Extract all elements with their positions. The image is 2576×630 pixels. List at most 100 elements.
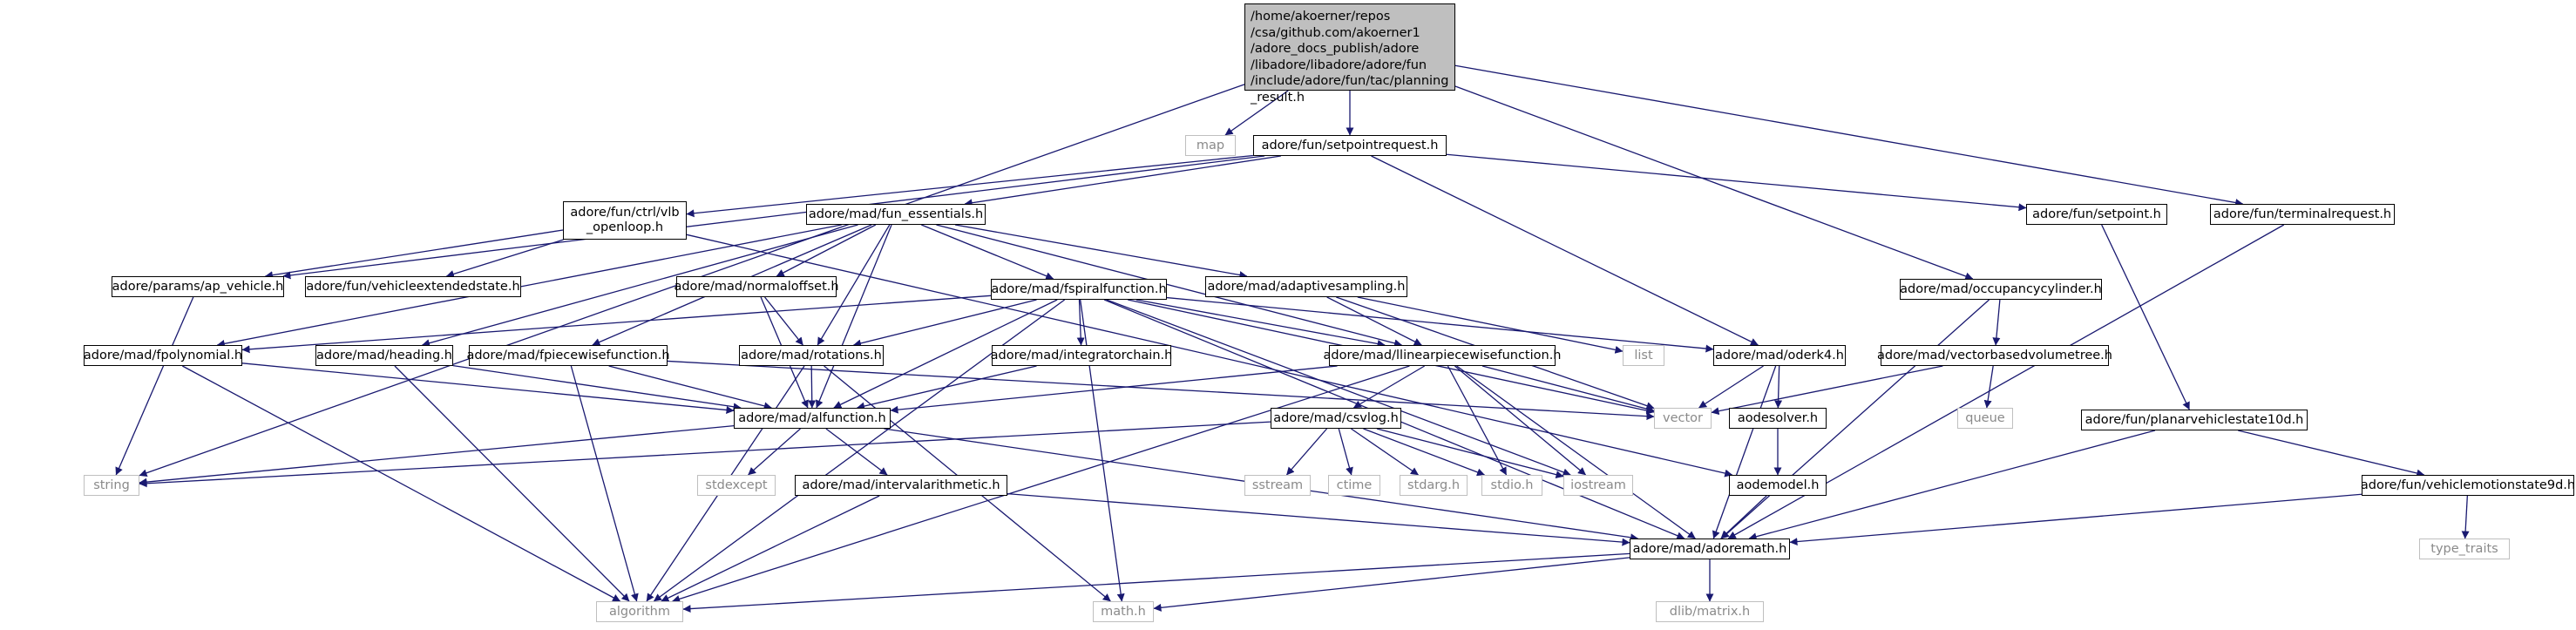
edge-ap_vehicle-to-string [115, 296, 194, 476]
node-planning-result-h[interactable]: /home/akoerner/repos /csa/github.com/ako… [1244, 3, 1455, 105]
edge-vlb_openloop-to-aodemodel [686, 234, 1733, 478]
node-aodesolver-h[interactable]: aodesolver.h [1729, 408, 1827, 429]
edge-fpolynomial-to-alfunction [241, 362, 735, 414]
node-oderk4-h[interactable]: adore/mad/oderk4.h [1713, 345, 1846, 366]
edge-root-to-terminalrequest [1454, 64, 2244, 207]
node-string[interactable]: string [84, 475, 139, 496]
edge-fun_essentials-to-rotations [817, 224, 891, 346]
edge-csvlog-to-sstream [1285, 428, 1328, 476]
node-setpoint-h[interactable]: adore/fun/setpoint.h [2026, 204, 2167, 225]
node-terminalrequest-h[interactable]: adore/fun/terminalrequest.h [2210, 204, 2395, 225]
edge-setpointrequest-to-setpoint [1446, 153, 2027, 212]
node-aodemodel-h[interactable]: aodemodel.h [1729, 475, 1827, 496]
edge-heading-to-alfunction [452, 364, 742, 411]
node-fpolynomial-h[interactable]: adore/mad/fpolynomial.h [84, 345, 242, 366]
node-planarvehiclestate10d-h[interactable]: adore/fun/planarvehiclestate10d.h [2081, 410, 2308, 430]
node-vehiclemotionstate9d-h[interactable]: adore/fun/vehiclemotionstate9d.h [2361, 475, 2575, 496]
edge-vlb_openloop-to-ap_vehicle [264, 229, 564, 280]
node-vectorbasedvolumetree-h[interactable]: adore/mad/vectorbasedvolumetree.h [1877, 345, 2112, 366]
node-dlib-matrix-h[interactable]: dlib/matrix.h [1656, 601, 1764, 622]
edge-fspiralfunction-to-oderk4 [1166, 296, 1714, 353]
edge-root-to-occupancycylinder [1454, 85, 1974, 281]
node-fpiecewisefunction-h[interactable]: adore/mad/fpiecewisefunction.h [466, 345, 670, 366]
node-list[interactable]: list [1623, 345, 1664, 366]
edge-fspiralfunction-to-fpolynomial [241, 295, 992, 354]
node-intervalarithmetic-h[interactable]: adore/mad/intervalarithmetic.h [795, 475, 1007, 496]
edge-planarvehiclestate10d-to-adoremath [1748, 430, 2156, 541]
node-csvlog-h[interactable]: adore/mad/csvlog.h [1271, 408, 1401, 429]
edge-rotations-to-alfunction [808, 365, 817, 409]
node-math-h[interactable]: math.h [1093, 601, 1154, 622]
edge-llinearpiecewisefunction-to-adoremath [1456, 365, 1696, 539]
edge-setpoint-to-planarvehiclestate10d [2101, 224, 2190, 410]
edge-alfunction-to-string [139, 424, 735, 486]
edge-heading-to-algorithm [394, 365, 630, 602]
edge-adaptivesampling-to-llinearpiecewisefunction [1326, 296, 1422, 346]
edge-vectorbasedvolumetree-to-vector [1711, 365, 1943, 416]
edge-setpointrequest-to-fun_essentials [964, 155, 1281, 207]
edge-alfunction-to-intervalarithmetic [825, 428, 888, 476]
node-stdarg-h[interactable]: stdarg.h [1400, 475, 1468, 496]
node-heading-h[interactable]: adore/mad/heading.h [315, 345, 453, 366]
edge-csvlog-to-stdarg [1351, 428, 1419, 476]
node-adoremath-h[interactable]: adore/mad/adoremath.h [1630, 539, 1790, 559]
node-alfunction-h[interactable]: adore/mad/alfunction.h [734, 408, 891, 429]
node-adaptivesampling-h[interactable]: adore/mad/adaptivesampling.h [1205, 276, 1407, 297]
edge-fun_essentials-to-adaptivesampling [954, 224, 1248, 279]
edge-fun_essentials-to-alfunction [816, 224, 892, 409]
edge-csvlog-to-stdio [1363, 428, 1485, 477]
node-setpointrequest-h[interactable]: adore/fun/setpointrequest.h [1253, 135, 1447, 156]
node-occupancycylinder-h[interactable]: adore/mad/occupancycylinder.h [1900, 279, 2102, 300]
edge-integratorchain-to-alfunction [857, 365, 1037, 410]
node-llinearpiecewisefunction-h[interactable]: adore/mad/llinearpiecewisefunction.h [1324, 345, 1562, 366]
edge-setpointrequest-to-ap_vehicle [282, 155, 1265, 280]
edge-normaloffset-to-rotations [764, 296, 803, 346]
node-vehicleextendedstate-h[interactable]: adore/fun/vehicleextendedstate.h [305, 276, 521, 297]
edge-fspiralfunction-to-integratorchain [1076, 299, 1085, 346]
edge-vectorbasedvolumetree-to-queue [1983, 365, 1994, 409]
node-fun-essentials-h[interactable]: adore/mad/fun_essentials.h [806, 204, 986, 225]
edge-llinearpiecewisefunction-to-csvlog [1352, 365, 1425, 409]
edge-fun_essentials-to-llinearpiecewisefunction [936, 224, 1402, 348]
node-sstream[interactable]: sstream [1244, 475, 1311, 496]
node-vlb-openloop-h[interactable]: adore/fun/ctrl/vlb _openloop.h [563, 201, 687, 240]
edge-llinearpiecewisefunction-to-iostream [1454, 365, 1586, 476]
edge-adoremath-to-math [1153, 557, 1630, 612]
node-iostream[interactable]: iostream [1563, 475, 1633, 496]
node-ap-vehicle-h[interactable]: adore/params/ap_vehicle.h [112, 276, 284, 297]
node-algorithm[interactable]: algorithm [596, 601, 683, 622]
edge-fun_essentials-to-fspiralfunction [921, 224, 1054, 280]
node-normaloffset-h[interactable]: adore/mad/normaloffset.h [674, 276, 839, 297]
edge-fpolynomial-to-algorithm [182, 365, 621, 602]
edge-vlb_openloop-to-vehicleextendedstate [445, 239, 564, 278]
edge-vehiclemotionstate9d-to-type_traits [2461, 495, 2470, 539]
edge-fspiralfunction-to-rotations [853, 299, 1037, 348]
node-map[interactable]: map [1185, 135, 1236, 156]
node-queue[interactable]: queue [1957, 408, 2013, 429]
edge-oderk4-to-adoremath [1712, 365, 1777, 539]
edge-fpiecewisefunction-to-alfunction [608, 365, 772, 410]
edge-intervalarithmetic-to-adoremath [1007, 492, 1630, 546]
node-integratorchain-h[interactable]: adore/mad/integratorchain.h [991, 345, 1172, 366]
edge-llinearpiecewisefunction-to-alfunction [890, 365, 1338, 414]
edge-oderk4-to-aodesolver [1774, 365, 1783, 409]
edge-occupancycylinder-to-vectorbasedvolumetree [1992, 299, 2001, 346]
node-fspiralfunction-h[interactable]: adore/mad/fspiralfunction.h [991, 279, 1167, 300]
node-rotations-h[interactable]: adore/mad/rotations.h [739, 345, 884, 366]
edge-setpointrequest-to-vlb_openloop [686, 154, 1254, 218]
edge-setpointrequest-to-oderk4 [1371, 155, 1759, 346]
edge-fun_essentials-to-heading [422, 224, 858, 348]
node-stdexcept[interactable]: stdexcept [697, 475, 776, 496]
node-stdio-h[interactable]: stdio.h [1481, 475, 1542, 496]
edge-csvlog-to-ctime [1338, 428, 1353, 476]
edge-root-to-map [1224, 90, 1289, 136]
node-type-traits[interactable]: type_traits [2419, 539, 2510, 559]
node-ctime[interactable]: ctime [1328, 475, 1380, 496]
edge-fpiecewisefunction-to-algorithm [570, 365, 639, 602]
edge-occupancycylinder-to-adoremath [1721, 299, 1990, 539]
node-vector[interactable]: vector [1654, 408, 1712, 429]
edge-llinearpiecewisefunction-to-stdio [1447, 365, 1508, 476]
edge-fun_essentials-to-fpolynomial [216, 224, 842, 348]
